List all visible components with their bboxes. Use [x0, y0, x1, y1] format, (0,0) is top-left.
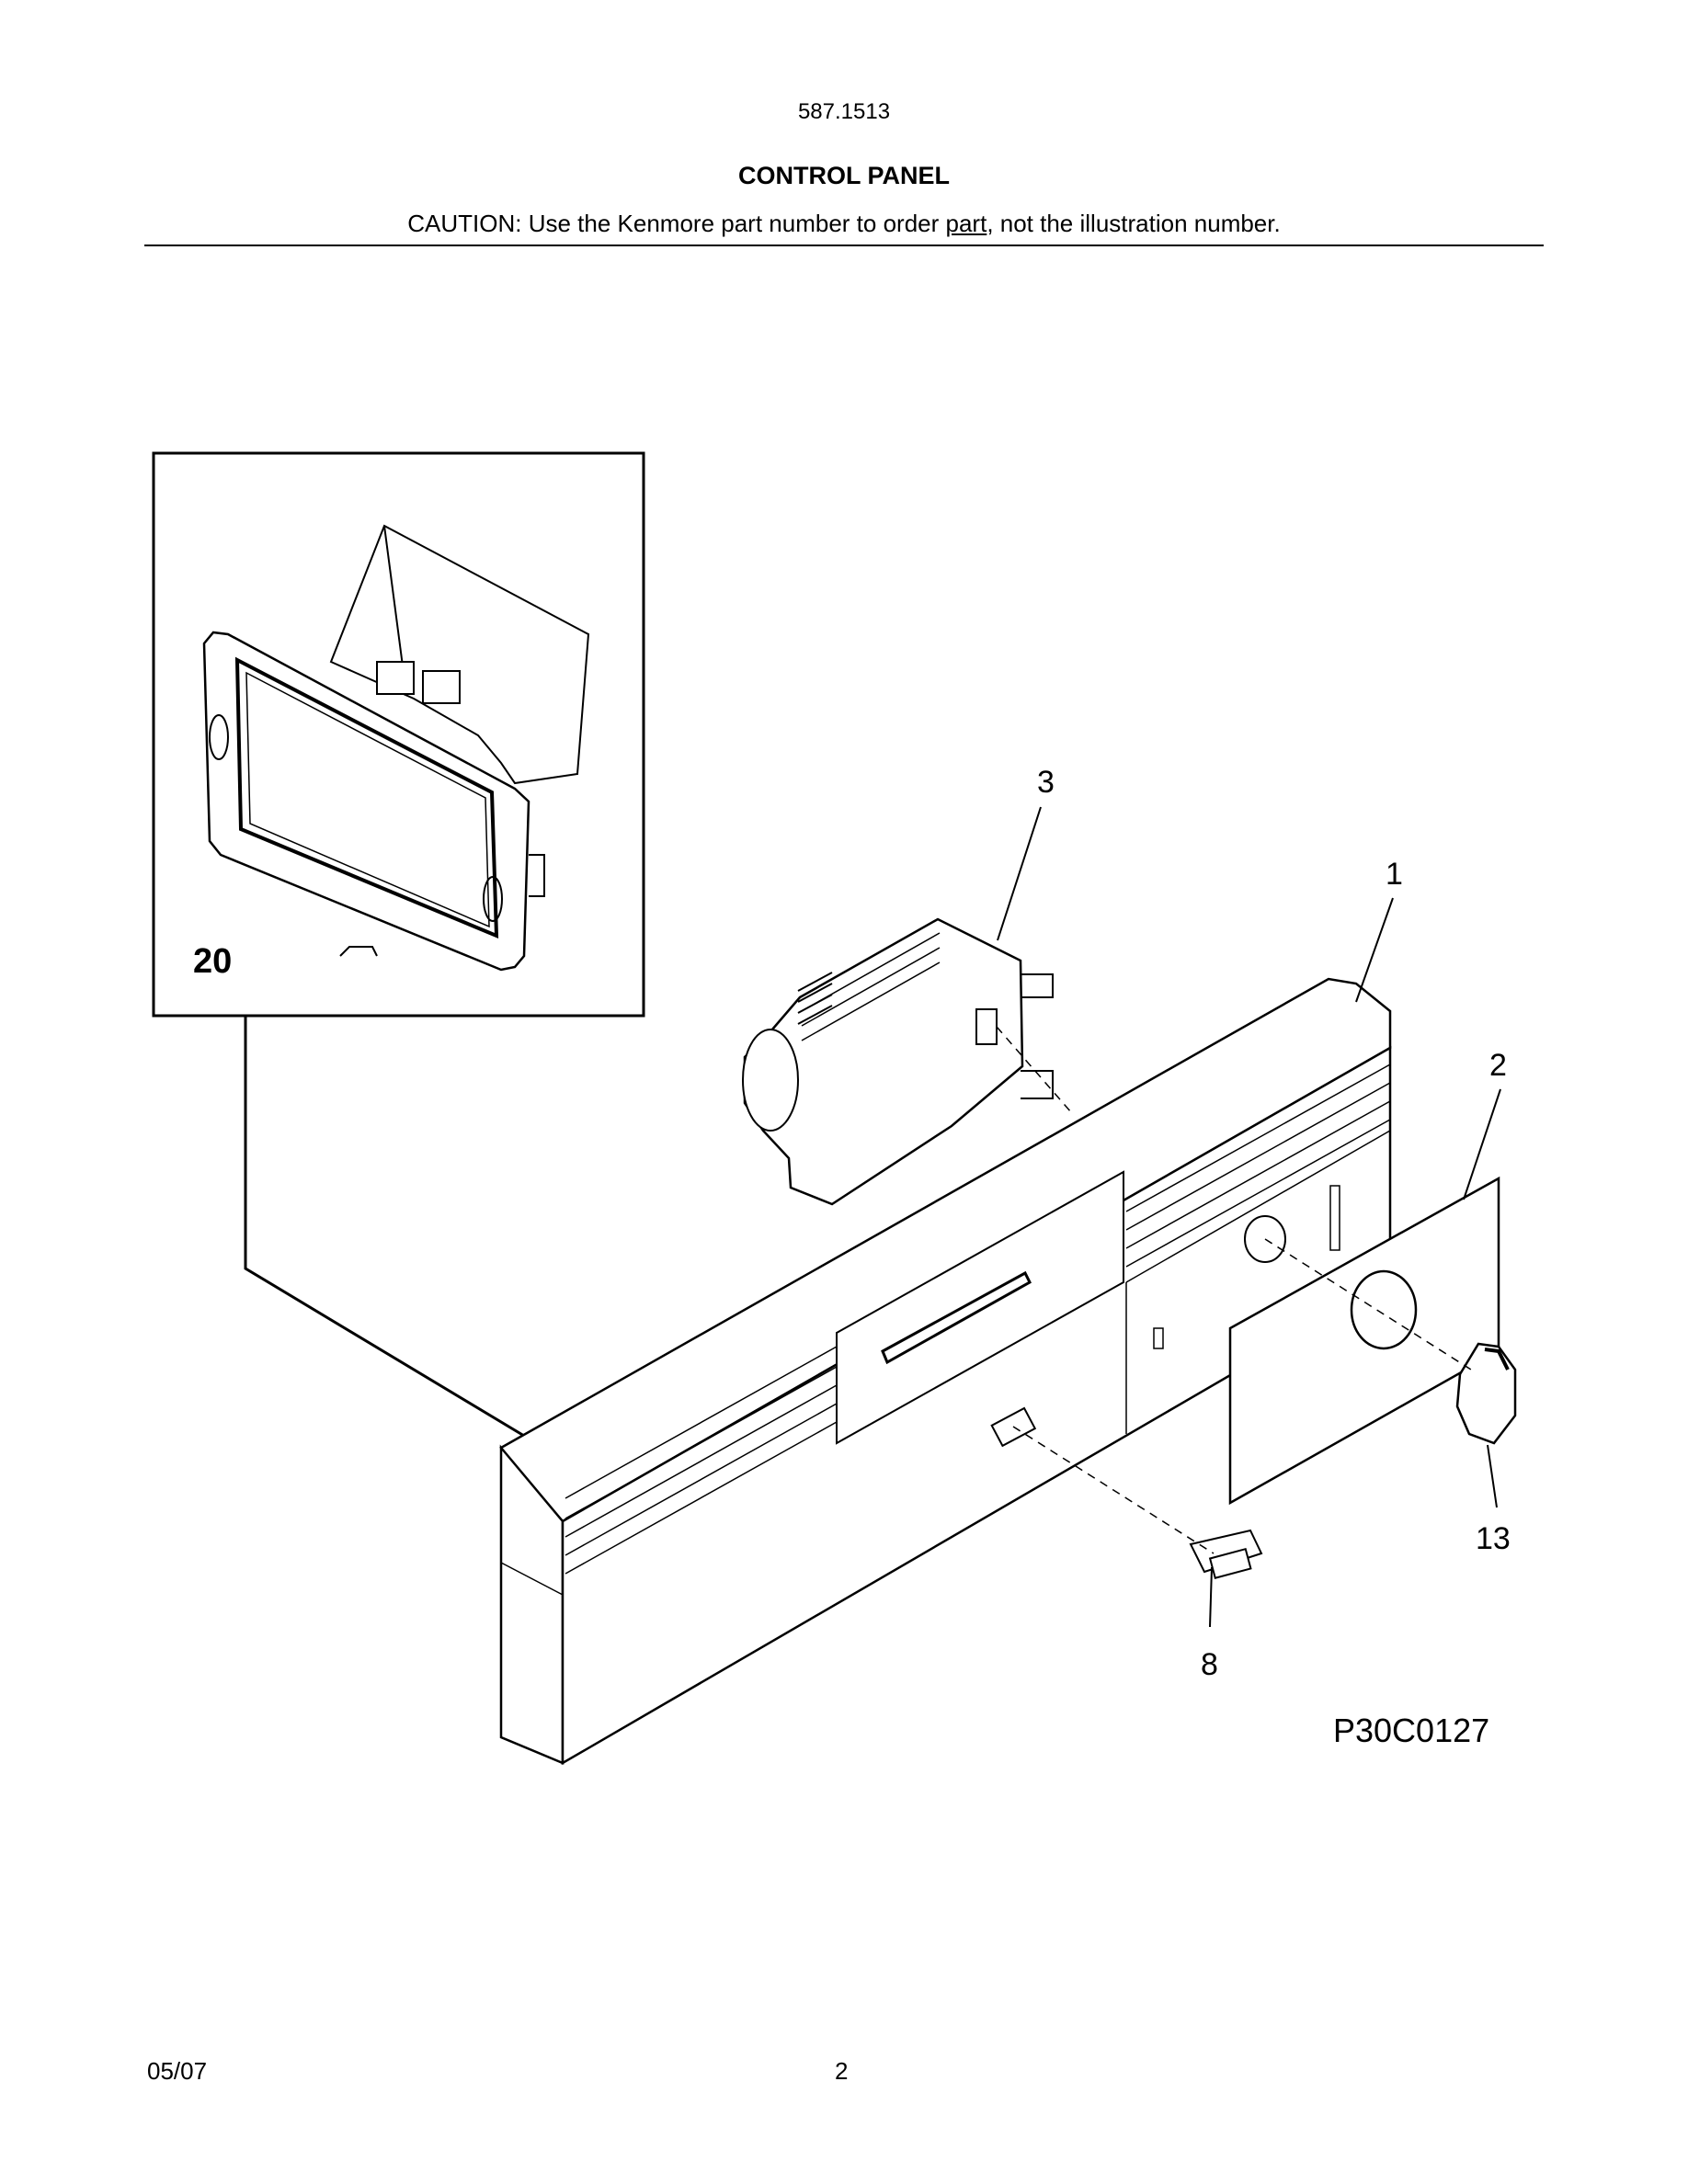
switch-part-8 [1189, 1529, 1263, 1579]
dispenser-boss-a [376, 661, 415, 695]
header-rule [144, 245, 1544, 246]
flange-slot-right [483, 876, 503, 922]
callout-leaders [997, 806, 1501, 1628]
inset-dispenser: 20 [152, 451, 645, 1018]
dispenser-boss-b [422, 670, 461, 704]
switch-body [1189, 1529, 1263, 1574]
callout-20: 20 [193, 942, 232, 981]
section-title: CONTROL PANEL [737, 162, 950, 189]
inset-leader-line [244, 1016, 530, 1440]
knob-part-13 [1455, 1342, 1517, 1445]
caution-note: CAUTION: Use the Kenmore part number to … [0, 210, 1688, 238]
dispenser-body [329, 524, 590, 785]
callout-13: 13 [1476, 1521, 1511, 1556]
control-panel-part-1 [499, 977, 1392, 1766]
timer-body [743, 917, 1024, 1206]
timer-motor [742, 1029, 799, 1132]
caution-suffix: , not the illustration number. [987, 210, 1281, 237]
footer-page-number: 2 [835, 2057, 849, 2085]
inset-frame [152, 451, 645, 1018]
footer-date: 05/07 [147, 2057, 208, 2085]
flange-slot-left [209, 714, 229, 760]
caution-prefix: CAUTION: Use the Kenmore part number to … [407, 210, 946, 237]
drawing-code: P30C0127 [1333, 1712, 1489, 1749]
callout-3: 3 [1037, 765, 1055, 800]
caution-underlined-word: part [945, 210, 987, 237]
callout-8: 8 [1201, 1647, 1218, 1682]
overlay-knob-hole [1350, 1269, 1418, 1350]
timer-pins [797, 972, 833, 1025]
timer-part-3 [742, 917, 1054, 1206]
callout-1: 1 [1386, 857, 1403, 892]
overlay-part-2 [1228, 1176, 1500, 1506]
dispenser-opening [234, 656, 499, 939]
alignment-lines [996, 1026, 1472, 1554]
model-number: 587.1513 [797, 99, 891, 124]
timer-shaft [975, 1008, 998, 1045]
callout-2: 2 [1489, 1048, 1507, 1083]
panel-vents-left [565, 1346, 838, 1575]
panel-vents-right [1125, 1064, 1391, 1268]
knob-body [1455, 1342, 1517, 1445]
panel-handle-slot [881, 1270, 1032, 1365]
